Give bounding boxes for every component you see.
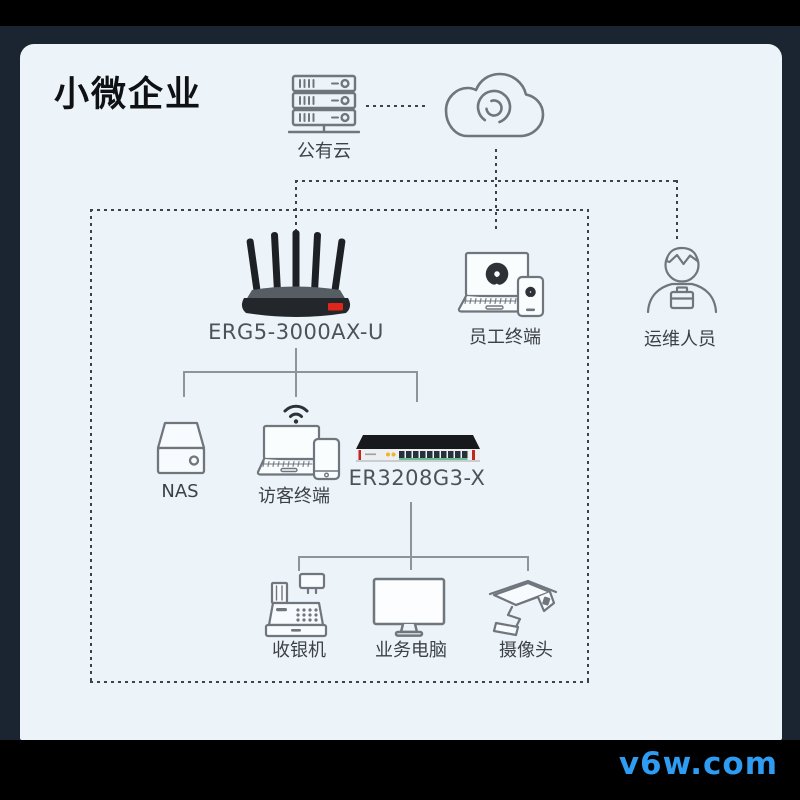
page-title: 小微企业 xyxy=(54,75,203,115)
monitor-icon xyxy=(372,577,446,639)
guest-terminal-label: 访客终端 xyxy=(258,486,330,507)
laptop-phone-icon xyxy=(456,250,546,318)
lan-boundary-left xyxy=(90,209,92,683)
ops-staff-label: 运维人员 xyxy=(644,329,716,350)
cloud-icon xyxy=(437,66,549,146)
person-icon xyxy=(644,244,720,314)
link-to-router xyxy=(295,180,297,230)
cash-register-label: 收银机 xyxy=(272,640,326,661)
link-branch xyxy=(295,180,678,182)
staff-terminal-label: 员工终端 xyxy=(469,327,541,348)
lan-boundary-bottom xyxy=(90,681,589,683)
lan-boundary-right xyxy=(587,209,589,683)
tree2-stem xyxy=(410,502,412,570)
wifi-laptop-phone-icon xyxy=(250,398,342,482)
nas-label: NAS xyxy=(161,481,199,502)
camera-label: 摄像头 xyxy=(499,640,553,661)
business-pc-label: 业务电脑 xyxy=(375,640,447,661)
lan-boundary-top xyxy=(90,209,589,211)
tree2-drop-camera xyxy=(527,556,529,571)
link-to-ops xyxy=(676,180,678,240)
link-cloud-down xyxy=(495,149,497,233)
rack-switch-image xyxy=(354,433,482,467)
tree1-drop-switch xyxy=(416,371,418,402)
cash-register-icon xyxy=(264,572,328,638)
tree1-bar xyxy=(183,371,417,373)
server-rack-icon xyxy=(288,74,360,136)
tree1-drop-guest xyxy=(295,371,297,397)
wifi-router-image xyxy=(236,228,356,322)
tree2-drop-register xyxy=(298,556,300,571)
public-cloud-label: 公有云 xyxy=(297,141,351,162)
cctv-camera-icon xyxy=(488,577,560,639)
watermark: v6w.com xyxy=(618,746,778,782)
link-server-cloud xyxy=(366,105,428,107)
tree1-stem xyxy=(295,348,297,372)
switch-label: ER3208G3-X xyxy=(348,466,486,490)
tree2-bar xyxy=(298,556,528,558)
tree1-drop-nas xyxy=(183,371,185,397)
router-label: ERG5-3000AX-U xyxy=(208,320,384,344)
nas-box-icon xyxy=(154,420,208,478)
